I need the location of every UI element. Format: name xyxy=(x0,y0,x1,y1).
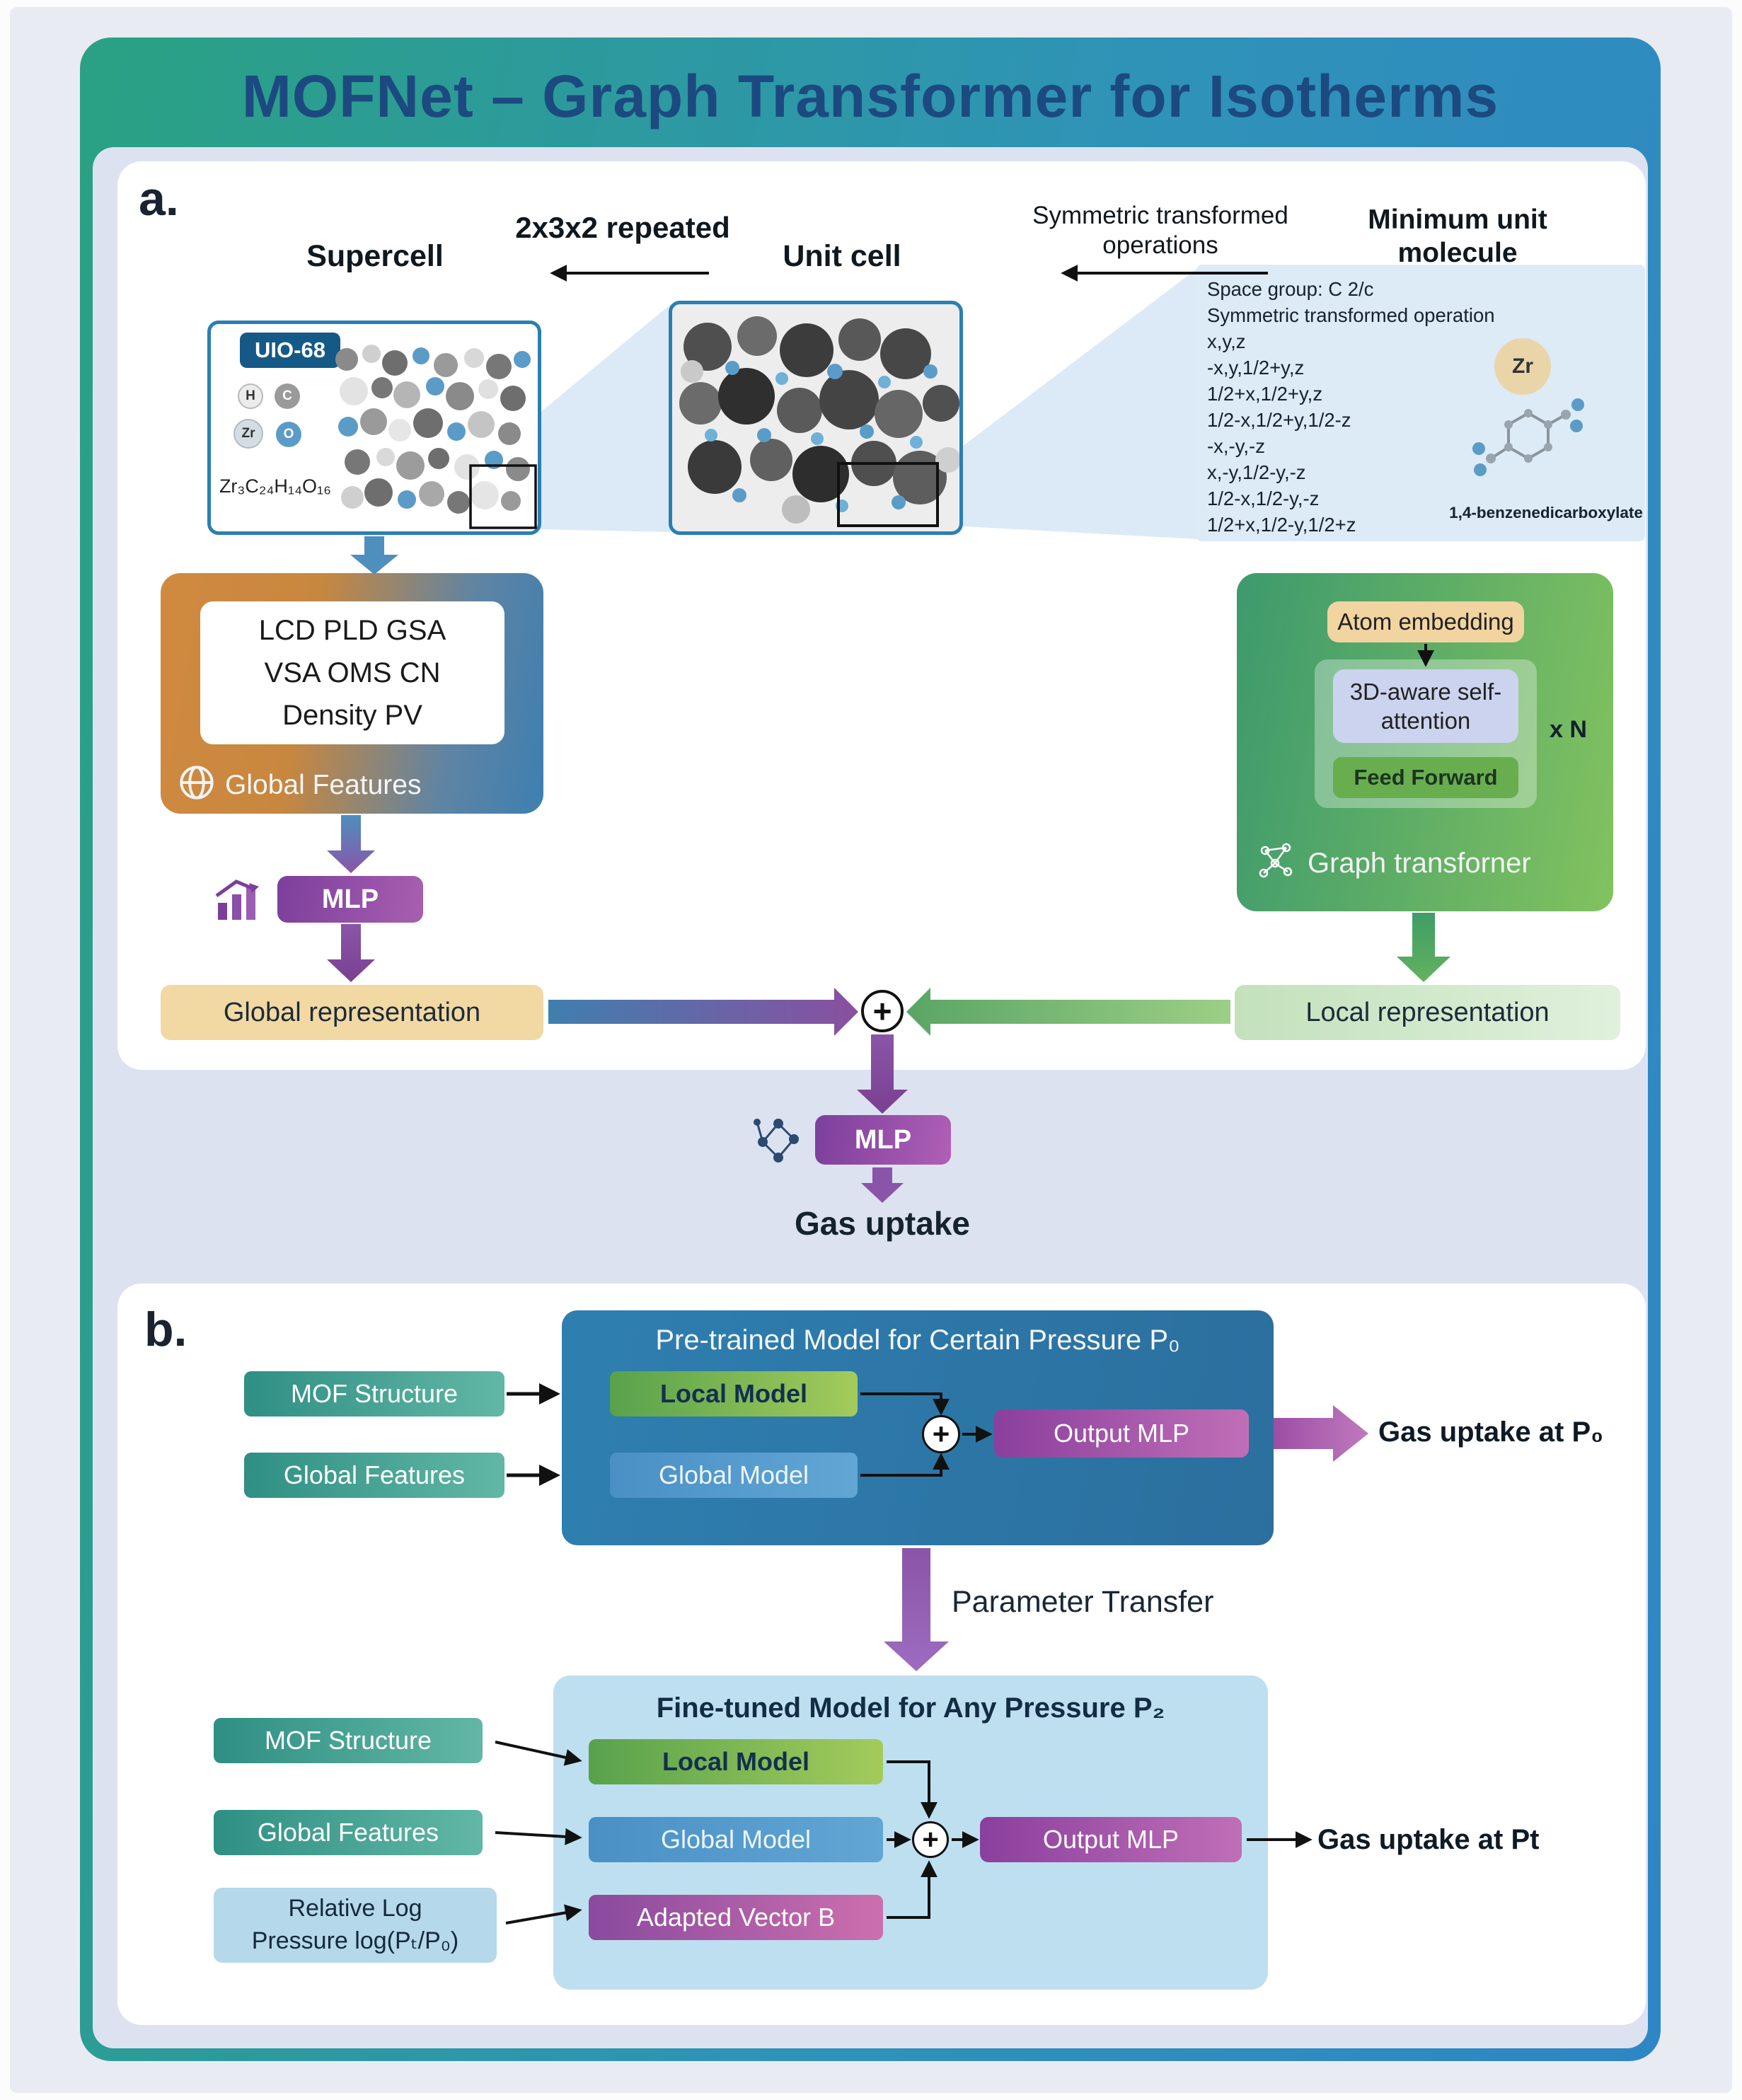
global-mlp-box: MLP xyxy=(277,876,423,923)
legend-atom-zr: Zr xyxy=(233,419,263,449)
input-relative-log-pressure: Relative Log Pressure log(Pₜ/P₀) xyxy=(214,1888,497,1963)
globe-icon xyxy=(180,766,214,800)
finetuned-output-mlp-box: Output MLP xyxy=(980,1817,1242,1862)
input-global-features-top: Global Features xyxy=(244,1453,504,1498)
input-mof-structure-top: MOF Structure xyxy=(244,1371,504,1417)
finetuned-global-model-box: Global Model xyxy=(589,1817,883,1862)
pretrained-title: Pre-trained Model for Certain Pressure P… xyxy=(655,1325,1180,1356)
repeated-label: 2x3x2 repeated xyxy=(515,211,730,244)
supercell-label: Supercell xyxy=(306,239,444,273)
parameter-transfer-label: Parameter Transfer xyxy=(952,1585,1214,1619)
legend-atom-h: H xyxy=(238,383,263,409)
self-attention-box: 3D-aware self- attention xyxy=(1333,669,1518,743)
supercell-formula: Zr₃C₂₄H₁₄O₁₆ xyxy=(219,475,332,497)
pretrained-plus-circle: + xyxy=(922,1415,960,1453)
molecule-network-icon xyxy=(754,1119,799,1162)
input-global-features-bottom: Global Features xyxy=(214,1810,483,1855)
pretrained-local-model-box: Local Model xyxy=(610,1371,858,1417)
gas-uptake-label: Gas uptake xyxy=(795,1205,970,1242)
legend-atom-c: C xyxy=(275,383,300,409)
fusion-mlp-box: MLP xyxy=(815,1115,951,1165)
legend-atom-o: O xyxy=(276,422,301,447)
finetuned-plus-circle: + xyxy=(912,1821,949,1858)
atom-embedding-box: Atom embedding xyxy=(1327,601,1524,642)
panel-b-label: b. xyxy=(144,1303,188,1356)
unit-cell-molecule-image xyxy=(679,316,959,527)
supercell-molecule-image xyxy=(335,345,537,529)
zr-atom-badge: Zr xyxy=(1494,338,1551,395)
graph-transformer-caption: Graph transforner xyxy=(1308,848,1531,879)
symmetry-panel xyxy=(1196,265,1645,541)
panel-a-label: a. xyxy=(139,172,179,226)
molecule-name-label: 1,4-benzenedicarboxylate xyxy=(1449,504,1643,521)
symmetry-operations-text: Space group: C 2/c Symmetric transformed… xyxy=(1207,278,1495,536)
figure-title: MOFNet – Graph Transformer for Isotherms xyxy=(241,63,1499,129)
global-representation-box: Global representation xyxy=(161,985,543,1040)
global-features-caption: Global Features xyxy=(225,770,422,800)
minimum-unit-label: Minimum unit molecule xyxy=(1368,204,1547,268)
graph-network-icon xyxy=(1259,843,1293,878)
input-mof-structure-bottom: MOF Structure xyxy=(214,1718,483,1763)
pretrained-result-label: Gas uptake at P₀ xyxy=(1378,1417,1604,1448)
symmetric-operations-label: Symmetric transformed operations xyxy=(1032,202,1288,259)
finetuned-local-model-box: Local Model xyxy=(589,1739,883,1784)
pretrained-output-mlp-box: Output MLP xyxy=(994,1409,1249,1458)
global-descriptors-text: LCD PLD GSA VSA OMS CN Density PV xyxy=(200,601,504,744)
benzenedicarboxylate-molecule-image xyxy=(1472,398,1584,476)
finetuned-result-label: Gas uptake at Pt xyxy=(1317,1824,1540,1855)
local-representation-box: Local representation xyxy=(1235,985,1620,1040)
pretrained-global-model-box: Global Model xyxy=(610,1453,858,1498)
feed-forward-box: Feed Forward xyxy=(1333,757,1518,798)
repeat-n-label: x N xyxy=(1550,716,1587,743)
unit-cell-label: Unit cell xyxy=(783,239,901,273)
finetuned-title: Fine-tuned Model for Any Pressure P₂ xyxy=(656,1692,1165,1724)
uio-68-badge: UIO-68 xyxy=(240,333,340,368)
unit-cell-box xyxy=(669,301,963,535)
adapted-vector-box: Adapted Vector B xyxy=(589,1895,883,1940)
fusion-plus-circle: + xyxy=(861,990,904,1032)
bar-chart-icon xyxy=(215,879,259,920)
